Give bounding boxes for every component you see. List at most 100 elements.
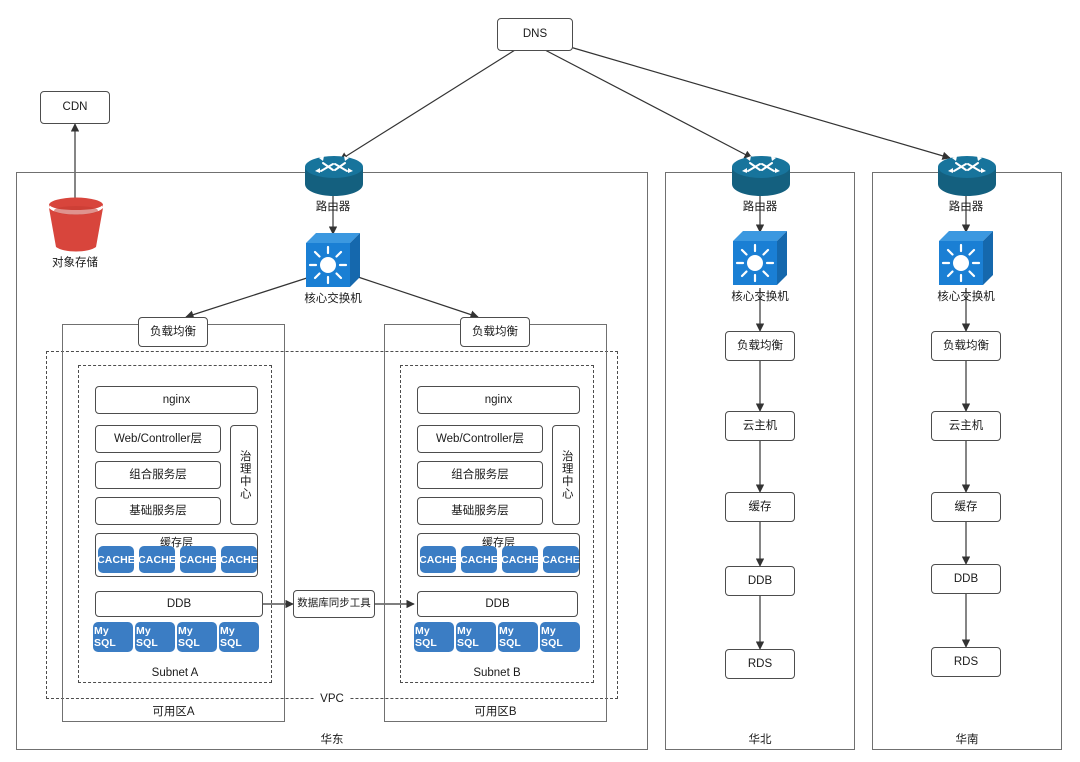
governance-center-zone-b[interactable]: 治理中心 [552, 425, 580, 525]
region-south-label: 华南 [873, 733, 1061, 747]
mysql-chip[interactable]: My SQL [93, 622, 133, 652]
subnet-a-label: Subnet A [79, 666, 271, 680]
cache-south[interactable]: 缓存 [931, 492, 1001, 522]
cache-chip[interactable]: CACHE [138, 546, 176, 573]
load-balancer-north-label: 负载均衡 [737, 339, 783, 352]
cache-chip-label: CACHE [179, 553, 217, 566]
web-controller-layer-zone-a-label: Web/Controller层 [114, 432, 202, 445]
base-service-layer-zone-a-label: 基础服务层 [129, 504, 187, 517]
mysql-chip[interactable]: My SQL [414, 622, 454, 652]
router-label-south: 路由器 [948, 201, 984, 213]
cache-chip[interactable]: CACHE [419, 546, 457, 573]
availability-zone-b-label: 可用区B [385, 705, 606, 719]
region-north: 华北 [665, 172, 855, 750]
ddb-south[interactable]: DDB [931, 564, 1001, 594]
rds-north[interactable]: RDS [725, 649, 795, 679]
rds-south[interactable]: RDS [931, 647, 1001, 677]
load-balancer-zone-b-label: 负载均衡 [472, 325, 518, 338]
mysql-chip[interactable]: My SQL [219, 622, 259, 652]
governance-center-zone-a[interactable]: 治理中心 [230, 425, 258, 525]
dns-node[interactable]: DNS [497, 18, 573, 51]
cache-chip[interactable]: CACHE [542, 546, 580, 573]
mysql-chip[interactable]: My SQL [540, 622, 580, 652]
mysql-chip[interactable]: My SQL [135, 622, 175, 652]
region-north-label: 华北 [666, 733, 854, 747]
object-storage-icon [49, 197, 103, 252]
cloud-host-south-label: 云主机 [948, 419, 984, 432]
cloud-host-north-label: 云主机 [742, 419, 778, 432]
subnet-b: Subnet B [400, 365, 594, 683]
core-switch-icon-east [306, 233, 360, 287]
subnet-a: Subnet A [78, 365, 272, 683]
vpc-label: VPC [314, 692, 350, 706]
core-switch-label-east: 核心交换机 [304, 293, 362, 305]
load-balancer-zone-a[interactable]: 负载均衡 [138, 317, 208, 347]
mysql-chip-label: My SQL [415, 625, 437, 649]
mysql-chip-label: My SQL [541, 625, 563, 649]
nginx-zone-a[interactable]: nginx [95, 386, 258, 414]
cache-chip-label: CACHE [220, 553, 258, 566]
web-controller-layer-zone-a[interactable]: Web/Controller层 [95, 425, 221, 453]
core-switch-label-south: 核心交换机 [937, 291, 995, 303]
cache-south-label: 缓存 [954, 500, 978, 513]
web-controller-layer-zone-b-label: Web/Controller层 [436, 432, 524, 445]
mysql-chip[interactable]: My SQL [498, 622, 538, 652]
cache-chip[interactable]: CACHE [179, 546, 217, 573]
router-label-north: 路由器 [742, 201, 778, 213]
base-service-layer-zone-a[interactable]: 基础服务层 [95, 497, 221, 525]
cache-north-label: 缓存 [748, 500, 772, 513]
rds-south-label: RDS [953, 655, 979, 668]
router-label-east: 路由器 [315, 201, 351, 213]
core-switch-icon-south [939, 231, 993, 285]
cloud-host-north[interactable]: 云主机 [725, 411, 795, 441]
mysql-chip-label: My SQL [220, 625, 242, 649]
mysql-chip-label: My SQL [499, 625, 521, 649]
object-storage-label: 对象存储 [52, 257, 98, 269]
ddb-zone-a[interactable]: DDB [95, 591, 263, 617]
composite-service-layer-zone-b[interactable]: 组合服务层 [417, 461, 543, 489]
cdn-label: CDN [62, 101, 88, 114]
core-switch-icon-north [733, 231, 787, 285]
core-switch-label-north: 核心交换机 [731, 291, 789, 303]
region-east-label: 华东 [17, 733, 647, 747]
cache-north[interactable]: 缓存 [725, 492, 795, 522]
availability-zone-a-label: 可用区A [63, 705, 284, 719]
cache-chip[interactable]: CACHE [501, 546, 539, 573]
ddb-zone-b[interactable]: DDB [417, 591, 578, 617]
router-icon-east [305, 156, 363, 196]
load-balancer-south[interactable]: 负载均衡 [931, 331, 1001, 361]
nginx-zone-b[interactable]: nginx [417, 386, 580, 414]
ddb-north[interactable]: DDB [725, 566, 795, 596]
web-controller-layer-zone-b[interactable]: Web/Controller层 [417, 425, 543, 453]
cache-chip-label: CACHE [460, 553, 498, 566]
subnet-b-label: Subnet B [401, 666, 593, 680]
composite-service-layer-zone-a-label: 组合服务层 [129, 468, 187, 481]
nginx-zone-a-label: nginx [162, 393, 191, 406]
rds-north-label: RDS [747, 657, 773, 670]
ddb-north-label: DDB [747, 574, 773, 587]
composite-service-layer-zone-b-label: 组合服务层 [451, 468, 509, 481]
base-service-layer-zone-b[interactable]: 基础服务层 [417, 497, 543, 525]
cache-chip[interactable]: CACHE [460, 546, 498, 573]
load-balancer-north[interactable]: 负载均衡 [725, 331, 795, 361]
cache-chip-label: CACHE [419, 553, 457, 566]
ddb-south-label: DDB [953, 572, 979, 585]
composite-service-layer-zone-a[interactable]: 组合服务层 [95, 461, 221, 489]
mysql-chip[interactable]: My SQL [456, 622, 496, 652]
cache-chip[interactable]: CACHE [220, 546, 258, 573]
governance-center-zone-b-label: 治理中心 [560, 450, 573, 500]
mysql-chip[interactable]: My SQL [177, 622, 217, 652]
cache-chip-label: CACHE [138, 553, 176, 566]
load-balancer-zone-b[interactable]: 负载均衡 [460, 317, 530, 347]
region-south: 华南 [872, 172, 1062, 750]
base-service-layer-zone-b-label: 基础服务层 [451, 504, 509, 517]
mysql-chip-label: My SQL [457, 625, 479, 649]
database-sync-tool[interactable]: 数据库同步工具 [293, 590, 375, 618]
cache-chip[interactable]: CACHE [97, 546, 135, 573]
ddb-zone-b-label: DDB [485, 597, 510, 610]
database-sync-tool-label: 数据库同步工具 [297, 597, 371, 610]
cloud-host-south[interactable]: 云主机 [931, 411, 1001, 441]
governance-center-zone-a-label: 治理中心 [238, 450, 251, 500]
cdn-node[interactable]: CDN [40, 91, 110, 124]
